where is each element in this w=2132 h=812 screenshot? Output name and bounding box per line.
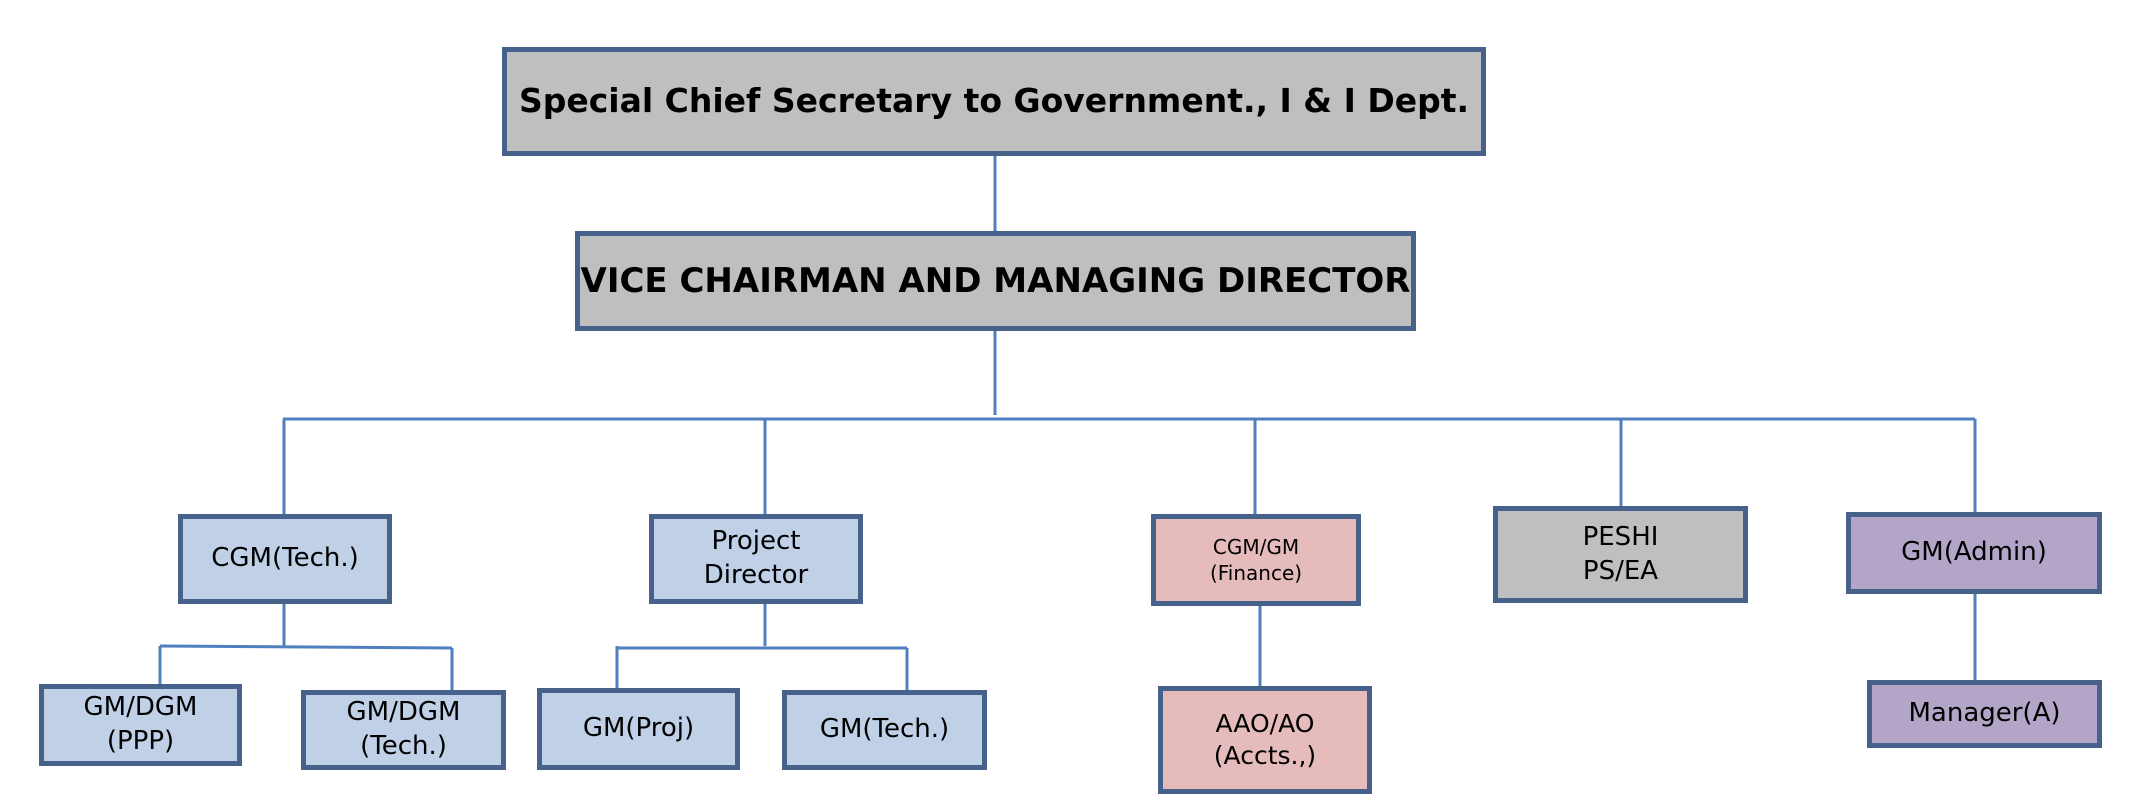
gm-admin-box: GM(Admin): [1846, 512, 2102, 594]
cgm-tech-box: CGM(Tech.): [178, 514, 392, 604]
project-director-box: Project Director: [649, 514, 863, 604]
aao-ao-accts-box: AAO/AO (Accts.,): [1158, 686, 1372, 794]
gm-proj-box: GM(Proj): [537, 688, 740, 770]
vice-chairman-md-box: VICE CHAIRMAN AND MANAGING DIRECTOR: [575, 231, 1416, 331]
gm-dgm-tech-box: GM/DGM (Tech.): [301, 690, 506, 770]
gm-dgm-ppp-box: GM/DGM (PPP): [39, 684, 242, 766]
cgm-gm-finance-box: CGM/GM (Finance): [1151, 514, 1361, 606]
special-chief-secretary-box: Special Chief Secretary to Government., …: [502, 47, 1486, 156]
connector-cgm-tech-bus: [159, 644, 453, 650]
peshi-ps-ea-box: PESHI PS/EA: [1493, 506, 1748, 603]
manager-a-box: Manager(A): [1867, 680, 2102, 748]
gm-tech-box: GM(Tech.): [782, 690, 987, 770]
